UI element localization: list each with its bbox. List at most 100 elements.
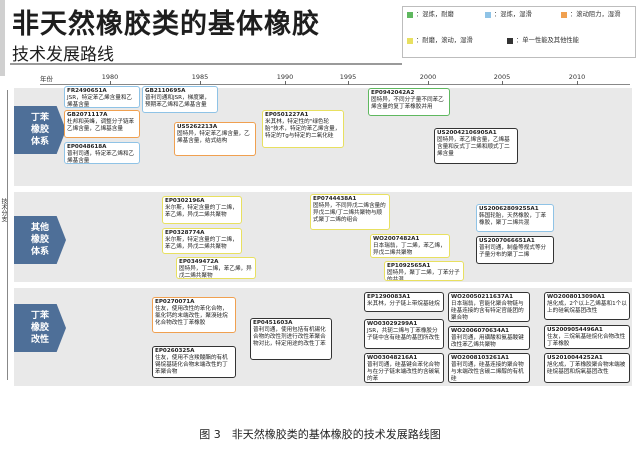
patent-id: US5262213A — [177, 124, 218, 130]
legend-label: ：混炼，耐磨 — [416, 11, 454, 18]
patent-desc: 日本瑞翁，官能化聚合物链与硅基连接的含有特定官能团的聚合物 — [451, 301, 524, 321]
year-label: 2005 — [493, 73, 511, 81]
patent-box: WO20050211637A1 日本瑞翁，官能化聚合物链与硅基连接的含有特定官能… — [448, 292, 530, 322]
band-label-other-rubber-system: 其他 橡胶 体系 — [14, 216, 66, 264]
patent-desc: 普利司通和JSR，梯度聚，预期苯乙烯和乙烯基含量 — [145, 95, 211, 108]
patent-id: WO2008013090A1 — [547, 294, 606, 300]
patent-id: US2010044252A1 — [547, 355, 603, 361]
patent-box: EP0501227A1 米其林，特定性的"绿色轮胎"技术，特定的苯乙烯含量，特定… — [262, 110, 344, 148]
patent-id: EP0270071A — [155, 299, 195, 305]
patent-id: WO2007482A1 — [373, 236, 420, 242]
patent-id: EP0451603A — [253, 320, 293, 326]
patent-desc: 米尔斯，特定含量的丁二烯，苯乙烯，异戊二烯共聚物 — [165, 237, 238, 250]
patent-box: EP0942042A2 固特异，不同分子量不同苯乙烯含量的复丁苯橡胶并用 — [368, 88, 450, 116]
patent-id: EP0328774A — [165, 230, 205, 236]
patent-box: EP0328774A 米尔斯，特定含量的丁二烯，苯乙烯，异戊二烯共聚物 — [162, 228, 242, 254]
patent-box: GB2071117A 杜邦和英峰，调整分子链苯乙烯含量，乙烯基含量 — [64, 110, 140, 138]
year-axis-label: 年份 — [40, 75, 53, 83]
patent-box: US2007066651A1 普利司通，制备等规式等分子量分布的聚丁二烯 — [476, 236, 554, 264]
patent-id: EP0744438A1 — [313, 196, 357, 202]
patent-box: WO2006070634A1 普利司通，用磺酸和氨基酸键改性苯乙烯共聚物 — [448, 326, 530, 350]
patent-desc: 住友，三烷氧基硅烷化合物改性丁苯橡胶 — [547, 334, 626, 347]
band-label-sbr-modification: 丁苯 橡胶 改性 — [14, 304, 66, 352]
patent-box: WO03048216A1 普利司通，硅基键合苯化合物与在分子链末端改性的含碳氧的… — [364, 353, 444, 383]
patent-desc: 普利司通，用磺酸和氨基酸键改性苯乙烯共聚物 — [451, 335, 524, 348]
patent-desc: 住友，使用不含羧酸酯的有机锡烷基链化合物末端改性的丁苯聚合物 — [155, 355, 228, 375]
legend-item-orange: ：滚动阻力，湿滑 — [561, 11, 620, 19]
patent-desc: 固特异，特定苯乙烯含量，乙烯基含量，结式结构 — [177, 131, 250, 144]
patent-desc: 杜邦和英峰，调整分子链苯乙烯含量，乙烯基含量 — [67, 119, 135, 132]
patent-id: US2007066651A1 — [479, 238, 535, 244]
patent-box: GB2110695A 普利司通和JSR，梯度聚，预期苯乙烯和乙烯基含量 — [142, 86, 218, 113]
patent-box: WO2008013090A1 旭化成，2个以上乙烯基和1个以上的硅氧烷基团改性 — [544, 292, 630, 320]
patent-id: EP0048618A — [67, 144, 107, 150]
year-label: 2010 — [568, 73, 586, 81]
patent-desc: 普利司通，特定苯乙烯和乙烯基含量 — [67, 151, 135, 164]
year-label: 1985 — [191, 73, 209, 81]
patent-box: EP1290083A1 米其林，分子链上带烷基硅烷 — [364, 292, 444, 312]
square-swatch-icon — [485, 12, 491, 18]
square-swatch-icon — [407, 38, 413, 44]
patent-id: WO2008103261A1 — [451, 355, 510, 361]
patent-id: WO03048216A1 — [367, 355, 418, 361]
year-tick — [428, 81, 429, 85]
patent-desc: 日本瑞翁，丁二烯，苯乙烯，异戊二烯共聚物 — [373, 243, 446, 256]
patent-desc: 固特异，丁二烯，苯乙烯，异戊二烯共聚物 — [179, 266, 252, 279]
legend-item-green: ：混炼，耐磨 — [407, 11, 454, 19]
patent-desc: 住友，使用改性的苯化合物，氯化钙的末端改性，聚溴硅烷化合物改性丁苯橡胶 — [155, 306, 228, 326]
band-label-text: 其他 橡胶 体系 — [30, 223, 49, 257]
patent-id: US20062809255A1 — [479, 206, 539, 212]
patent-box: EP0270071A 住友，使用改性的苯化合物，氯化钙的末端改性，聚溴硅烷化合物… — [152, 297, 236, 333]
patent-desc: 米其林，分子链上带烷基硅烷 — [367, 301, 440, 307]
square-swatch-icon — [507, 38, 513, 44]
figure-caption: 图 3 非天然橡胶类的基体橡胶的技术发展路线图 — [199, 428, 441, 441]
year-tick — [110, 81, 111, 85]
year-tick — [348, 81, 349, 85]
patent-box: WO03029299A1 JSR，共轭二烯与丁苯橡胶分子链中含有硅基的基团所改性 — [364, 319, 444, 349]
patent-id: WO2006070634A1 — [451, 328, 510, 334]
patent-box: EP1092565A1 固特异，聚丁二烯，丁苯分子的共混 — [384, 261, 464, 281]
patent-id: US2009054496A1 — [547, 327, 603, 333]
square-swatch-icon — [407, 12, 413, 18]
patent-id: GB2071117A — [67, 112, 108, 118]
patent-id: WO20050211637A1 — [451, 294, 513, 300]
band-label-text: 丁苯 橡胶 改性 — [30, 311, 49, 345]
page-title: 非天然橡胶类的基体橡胶 — [12, 9, 320, 40]
patent-desc: 米其林，特定性的"绿色轮胎"技术，特定的苯乙烯含量，特定的Tg与特定的二氧化硅 — [265, 119, 341, 139]
patent-desc: 米尔斯，特定含量的丁二烯，苯乙烯，异戊二烯共聚物 — [165, 205, 238, 218]
patent-box: EP0451603A 普利司通，使用包括有机锡化合物的改性剂进行改性苯聚合物对比… — [250, 318, 332, 360]
patent-desc: 普利司通，制备等规式等分子量分布的聚丁二烯 — [479, 245, 547, 258]
year-tick — [200, 81, 201, 85]
patent-box: US20062809255A1 韩国轮胎，天然橡胶，丁苯橡胶，聚丁二烯共混 — [476, 204, 554, 232]
patent-id: EP1092565A1 — [387, 263, 431, 269]
patent-box: WO2008103261A1 普利司通，硅基连接的聚合物与末端改性含碳二烯醇的有… — [448, 353, 530, 383]
patent-desc: JSR，特定苯乙烯含量和乙烯基含量 — [67, 95, 133, 108]
year-label: 1990 — [276, 73, 294, 81]
patent-desc: 普利司通，硅基键合苯化合物与在分子链末端改性的含碳氧的苯 — [367, 362, 440, 382]
patent-box: FR2490651A JSR，特定苯乙烯含量和乙烯基含量 — [64, 86, 140, 108]
patent-id: WO03029299A1 — [367, 321, 418, 327]
patent-desc: 固特异，聚丁二烯，丁苯分子的共混 — [387, 270, 460, 281]
patent-box: EP0260325A 住友，使用不含羧酸酯的有机锡烷基链化合物末端改性的丁苯聚合… — [152, 346, 236, 378]
patent-id: FR2490651A — [67, 88, 107, 94]
legend-item-blue: ：混炼，湿滑 — [485, 11, 532, 19]
patent-desc: 旭化成，2个以上乙烯基和1个以上的硅氧烷基团改性 — [547, 301, 627, 314]
legend-item-yellow: ：耐磨，滚动，湿滑 — [407, 37, 473, 45]
year-tick — [577, 81, 578, 85]
patent-desc: 韩国轮胎，天然橡胶，丁苯橡胶，聚丁二烯共混 — [479, 213, 547, 226]
year-tick — [502, 81, 503, 85]
patent-desc: 固特异，不同分子量不同苯乙烯含量的复丁苯橡胶并用 — [371, 97, 444, 110]
accent-bar — [0, 0, 5, 76]
year-label: 1980 — [101, 73, 119, 81]
year-label: 2000 — [419, 73, 437, 81]
patent-box: US5262213A 固特异，特定苯乙烯含量，乙烯基含量，结式结构 — [174, 122, 256, 156]
square-swatch-icon — [561, 12, 567, 18]
patent-box: EP0349472A 固特异，丁二烯，苯乙烯，异戊二烯共聚物 — [176, 257, 256, 279]
band-label-text: 丁苯 橡胶 体系 — [30, 113, 49, 147]
patent-id: GB2110695A — [145, 88, 186, 94]
patent-box: EP0302196A 米尔斯，特定含量的丁二烯，苯乙烯，异戊二烯共聚物 — [162, 196, 242, 224]
patent-id: EP1290083A1 — [367, 294, 411, 300]
year-tick — [285, 81, 286, 85]
patent-box: WO2007482A1 日本瑞翁，丁二烯，苯乙烯，异戊二烯共聚物 — [370, 234, 450, 258]
patent-desc: 普利司通，硅基连接的聚合物与末端改性含碳二烯醇的有机硅 — [451, 362, 524, 382]
